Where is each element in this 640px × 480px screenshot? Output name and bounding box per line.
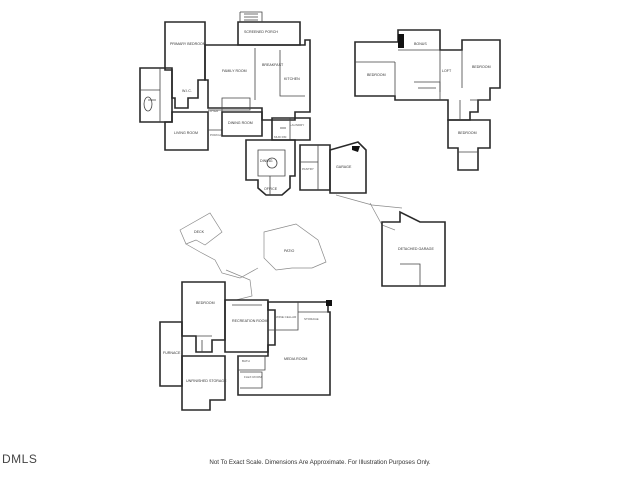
label-pantry: PANTRY [302, 167, 314, 171]
label-mud-room: MUD RM [274, 135, 287, 139]
outdoor-areas [179, 212, 327, 301]
disclaimer-text: Not To Exact Scale. Dimensions Are Appro… [209, 459, 431, 466]
label-wine-cellar: WINE CELLAR [276, 315, 297, 319]
label-storage: STORAGE [304, 317, 319, 321]
label-loft: LOFT [442, 69, 452, 73]
label-living-room: LIVING ROOM [174, 131, 198, 135]
label-upper-bedroom-2: BEDROOM [472, 65, 491, 69]
label-patio: PATIO [284, 249, 294, 253]
label-dining: DINING [260, 159, 273, 163]
label-bath: BATH [242, 359, 250, 363]
label-bonus: BONUS [414, 42, 427, 46]
label-recreation-room: RECREATION ROOM [232, 319, 267, 323]
mls-logo: DMLS [2, 452, 38, 466]
lower-floor [159, 281, 332, 411]
label-laundry: LAUNDRY [290, 123, 304, 127]
label-kitchen: KITCHEN [284, 77, 300, 81]
label-flex-room: FLEX ROOM [244, 375, 262, 379]
label-garage: GARAGE [336, 165, 352, 169]
label-detached-garage: DETACHED GARAGE [398, 247, 434, 251]
room-labels: PRIMARY BEDROOM FAMILY ROOM BREAKFAST SC… [163, 30, 491, 383]
label-breakfast: BREAKFAST [262, 63, 284, 67]
label-primary-bedroom: PRIMARY BEDROOM [170, 42, 206, 46]
label-dining-room: DINING ROOM [228, 121, 253, 125]
upper-floor [354, 29, 501, 171]
label-media-room: MEDIA ROOM [284, 357, 307, 361]
label-office: OFFICE [264, 187, 278, 191]
label-screened-porch: SCREENED PORCH [244, 30, 278, 34]
label-family-room: FAMILY ROOM [222, 69, 247, 73]
label-upper-bedroom-3: BEDROOM [458, 131, 477, 135]
label-deck: DECK [194, 230, 205, 234]
label-foyer: FOYER [208, 109, 219, 113]
label-lower-bedroom: BEDROOM [196, 301, 215, 305]
detached-garage [381, 210, 446, 287]
label-porch: PORCH [210, 133, 221, 137]
label-wic: W.I.C. [182, 89, 192, 93]
label-furnace: FURNACE [163, 351, 181, 355]
label-upper-bedroom-1: BEDROOM [367, 73, 386, 77]
label-unfinished-storage: UNFINISHED STORAGE [186, 379, 227, 383]
